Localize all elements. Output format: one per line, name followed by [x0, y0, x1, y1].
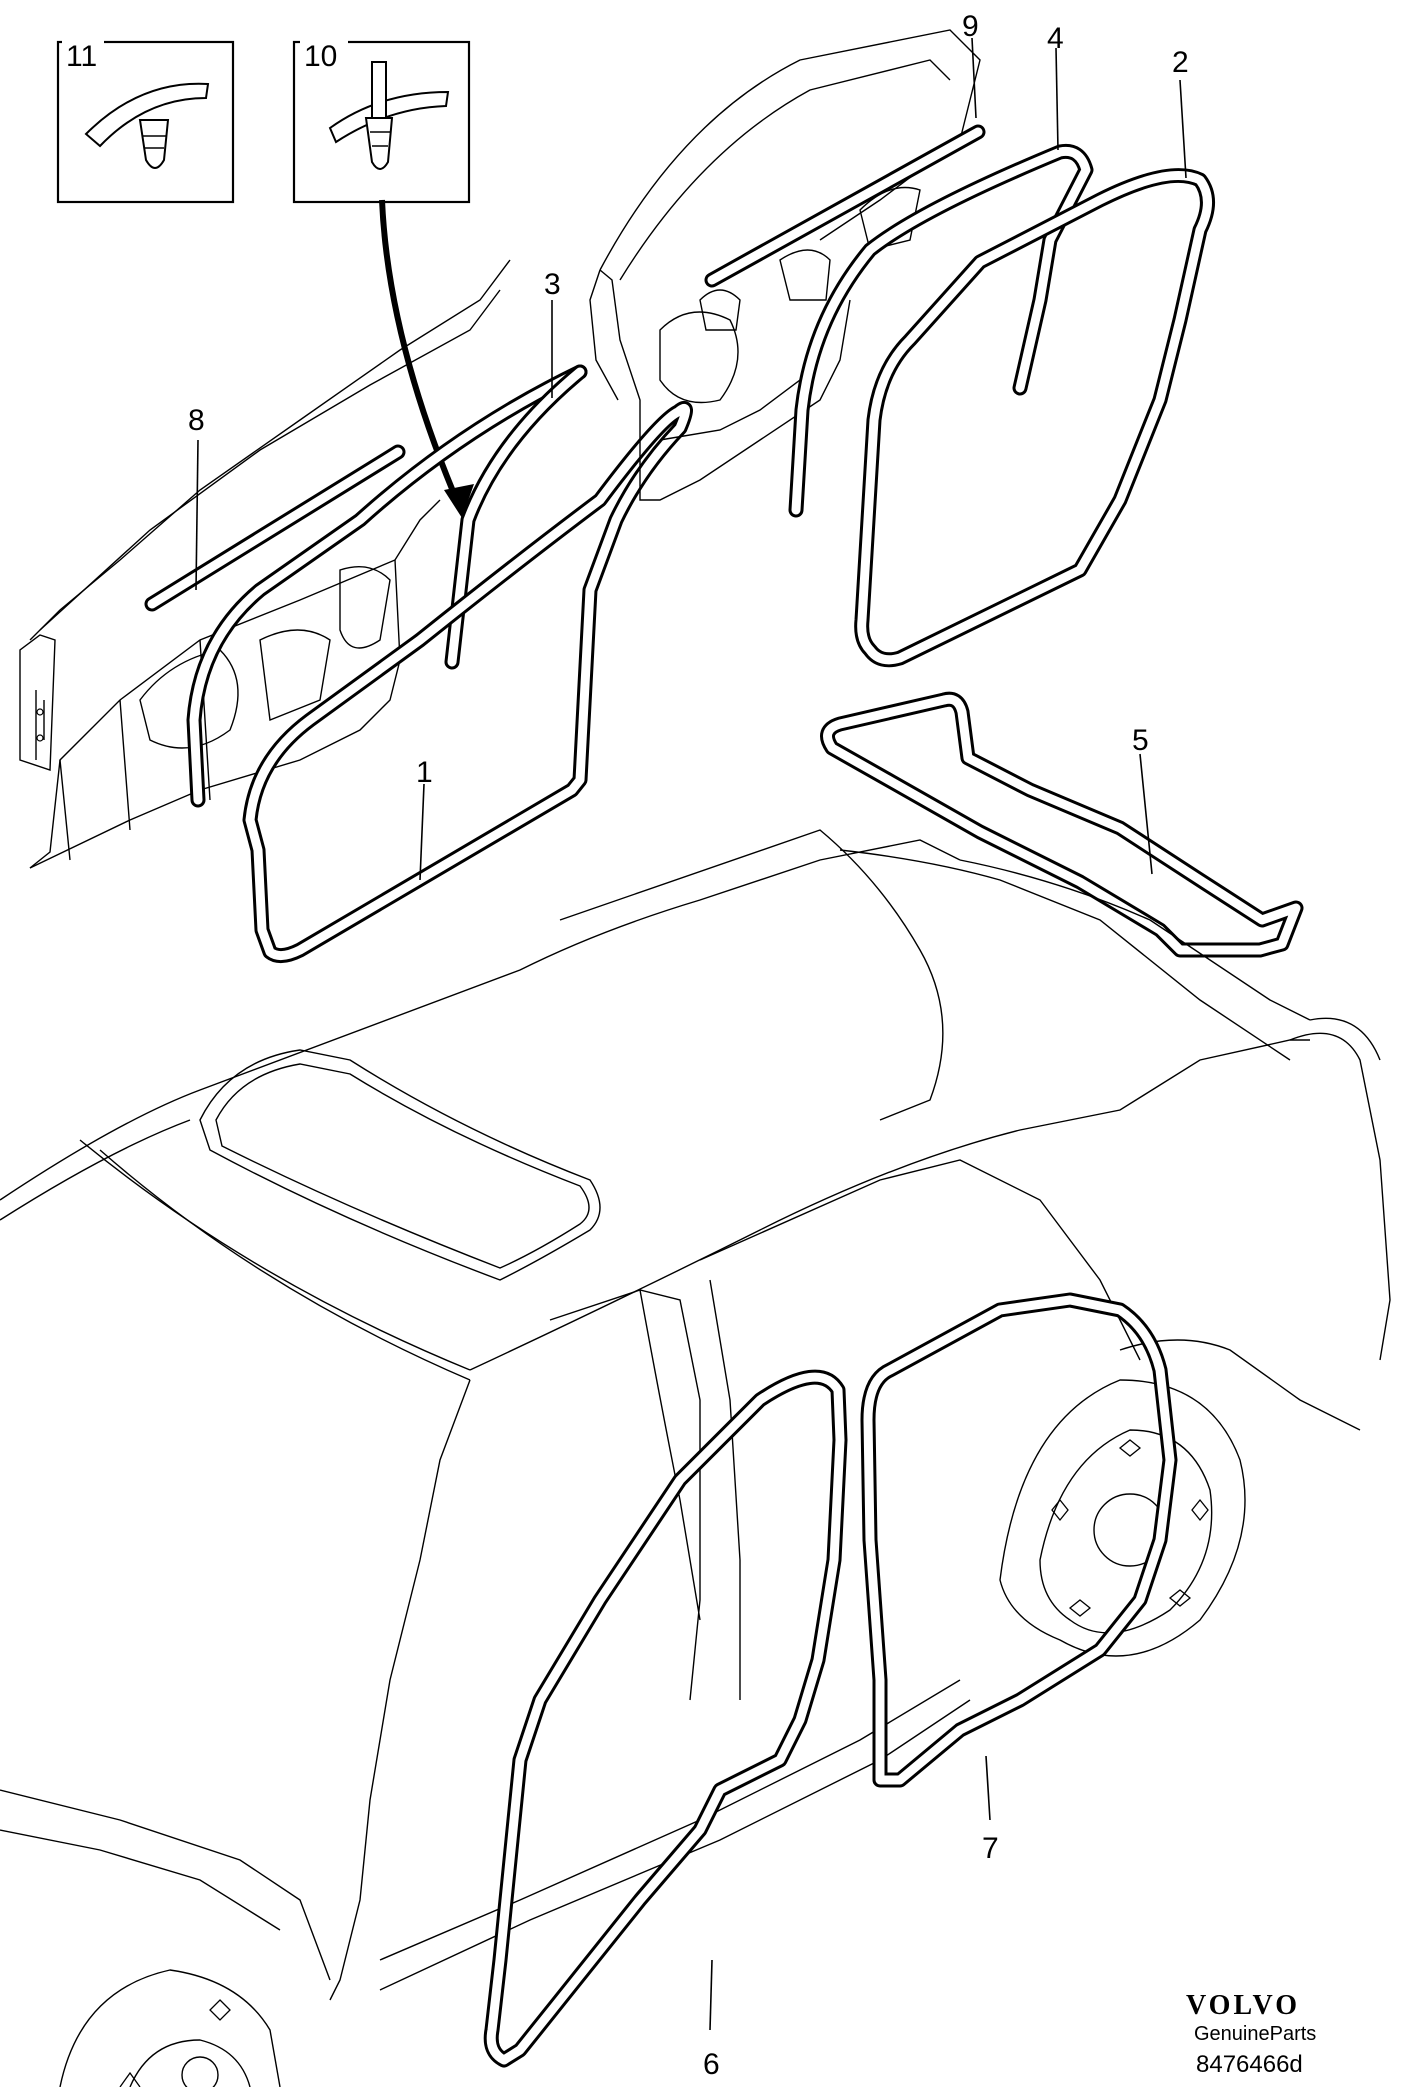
seal-9-rear-belt	[704, 124, 986, 288]
callout-11: 11	[66, 40, 97, 73]
inset-clip-10: 10	[292, 36, 471, 204]
brand-block: VOLVO GenuineParts 8476466d	[1186, 1990, 1316, 2078]
callout-numbers: 1 2 3 4 5 6 7 8 9	[188, 10, 1189, 2081]
front-door-outline	[19, 259, 511, 869]
leader-lines	[195, 37, 1187, 2031]
brand-tagline: GenuineParts	[1194, 2023, 1316, 2045]
inset-clip-11: 11	[56, 36, 235, 204]
callout-6: 6	[703, 2048, 720, 2081]
seal-6-front-body-opening	[483, 1369, 848, 2068]
seal-5-trunk	[820, 691, 1304, 958]
callout-10: 10	[304, 40, 337, 73]
callout-9: 9	[962, 10, 979, 43]
seal-4-rear-door-frame	[788, 143, 1094, 518]
seal-3-front-door-frame	[186, 364, 588, 808]
callout-7: 7	[982, 1832, 999, 1865]
seal-8-front-belt	[144, 444, 406, 612]
seal-7-rear-body-opening	[860, 1292, 1178, 1788]
volvo-logo: VOLVO	[1186, 1990, 1300, 2021]
seal-1-front-door-opening	[242, 401, 693, 963]
callout-4: 4	[1047, 22, 1064, 55]
callout-2: 2	[1172, 46, 1189, 79]
seal-2-rear-door-opening	[854, 168, 1215, 668]
callout-3: 3	[544, 268, 561, 301]
callout-1: 1	[416, 756, 433, 789]
diagram-reference: 8476466d	[1196, 2051, 1303, 2078]
callout-5: 5	[1132, 724, 1149, 757]
callout-8: 8	[188, 404, 205, 437]
